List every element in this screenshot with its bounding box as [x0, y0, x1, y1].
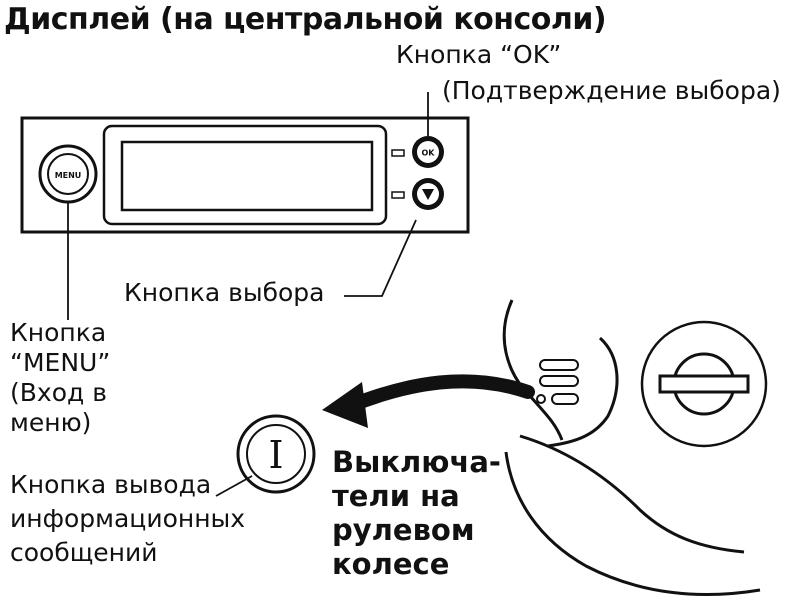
- steering-wheel-drawing: [502, 299, 768, 597]
- info-button-drawing: I: [236, 414, 316, 494]
- ok-button-drawing: OK: [412, 136, 444, 168]
- select-button-drawing: [412, 178, 444, 210]
- down-triangle-icon: [422, 189, 434, 200]
- ok-button-label: Кнопка “OK”: [396, 40, 562, 69]
- menu-label-line: “MENU”: [10, 348, 111, 377]
- info-glyph: I: [268, 433, 283, 477]
- steering-label-line: Выключа-: [332, 445, 501, 479]
- curved-arrow-icon: [322, 374, 535, 428]
- info-label-line: Кнопка вывода: [10, 470, 212, 499]
- display-console: [20, 116, 470, 234]
- menu-label-line: меню): [10, 408, 92, 437]
- diagram-title: Дисплей (на центральной консоли): [4, 2, 607, 37]
- ok-button-sublabel: (Подтверждение выбора): [442, 76, 781, 105]
- info-label-line: сообщений: [10, 538, 158, 567]
- select-leader-line: [344, 219, 417, 297]
- steering-label-line: тели на: [332, 479, 460, 513]
- menu-label-line: (Вход в: [10, 378, 107, 407]
- menu-label-line: Кнопка: [10, 318, 107, 347]
- menu-button-drawing: MENU: [38, 144, 98, 204]
- info-label-line: информационных: [10, 504, 246, 533]
- steering-label-line: рулевом: [332, 513, 475, 547]
- select-button-label: Кнопка выбора: [124, 278, 325, 307]
- steering-label-line: колесе: [332, 547, 450, 581]
- ok-glyph: OK: [422, 149, 436, 158]
- menu-glyph: MENU: [55, 171, 82, 180]
